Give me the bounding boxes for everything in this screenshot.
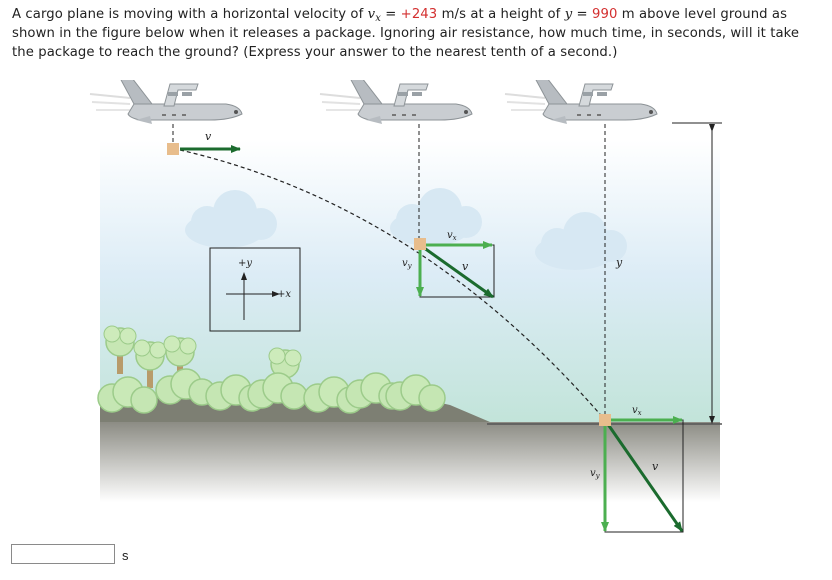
vx-symbol: v: [367, 7, 376, 22]
axis-y-label: +y: [238, 258, 252, 269]
equals-2: =: [572, 7, 592, 22]
vy-label-2: vy: [402, 258, 413, 270]
vy-label-3: vy: [590, 468, 601, 480]
v-vector-label-2: v: [462, 260, 469, 273]
vx-value: +243: [400, 7, 438, 22]
vx-label-2: vx: [447, 230, 457, 242]
axes-box: [209, 247, 301, 332]
question-text: A cargo plane is moving with a horizonta…: [12, 5, 824, 62]
v-arrow-2: [419, 243, 494, 299]
plane-1: [89, 80, 243, 125]
height-value: 990: [591, 7, 618, 22]
question-part-3: m above level ground as shown in the fig…: [12, 7, 800, 60]
flat-ground: [100, 422, 720, 502]
axis-x-label: +x: [277, 289, 291, 300]
vx-subscript: x: [375, 13, 381, 24]
v-arrow-3: [603, 419, 684, 532]
plane-3: [504, 80, 658, 125]
projectile-figure: y v +y +x vx vy v vx vy v: [89, 80, 722, 533]
package-1: [167, 143, 179, 155]
answer-unit: s: [122, 548, 129, 563]
height-label: y: [615, 256, 623, 269]
package-3: [599, 414, 611, 426]
v-vector-label-3: v: [652, 460, 659, 473]
question-part-2: m/s at a height of: [437, 7, 565, 22]
question-part-1: A cargo plane is moving with a horizonta…: [12, 7, 368, 22]
answer-input[interactable]: [11, 544, 115, 564]
plane-2: [319, 80, 473, 125]
equals-1: =: [380, 7, 401, 22]
vx-label-3: vx: [632, 405, 642, 417]
package-2: [414, 238, 426, 250]
y-symbol: y: [564, 7, 573, 22]
trajectory-curve: [179, 149, 606, 421]
v-vector-label-1: v: [205, 130, 212, 143]
